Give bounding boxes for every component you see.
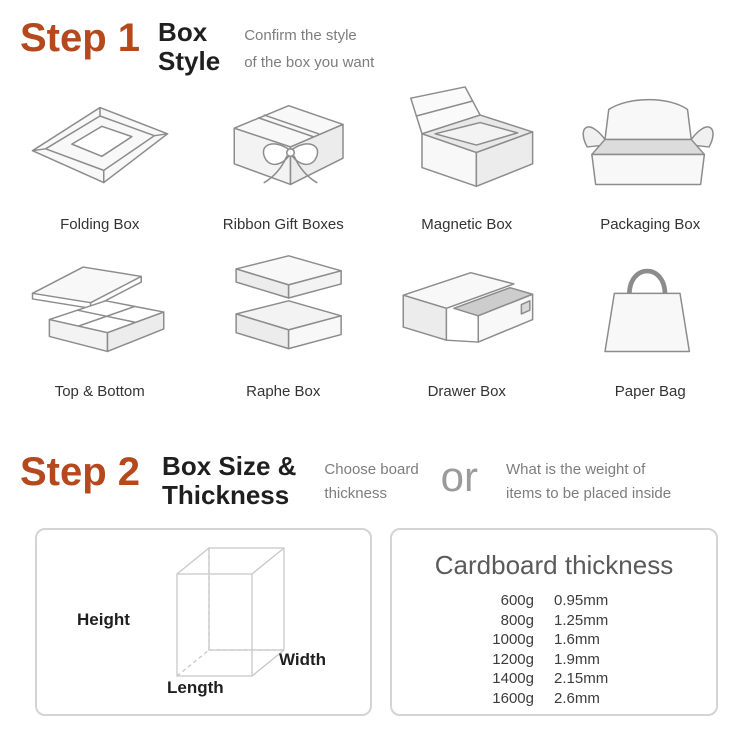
raphe-box-icon	[208, 245, 358, 381]
box-style-item-raphe-box: Raphe Box	[192, 245, 376, 400]
step2-option2-description: What is the weight of items to be placed…	[506, 458, 671, 506]
step2-option1-line2: thickness	[324, 485, 387, 502]
weight-cell: 1000g	[492, 631, 534, 648]
drawer-box-icon	[392, 245, 542, 381]
magnetic-box-icon	[392, 78, 542, 214]
step2-title-line1: Box Size &	[162, 451, 297, 481]
thickness-cell: 1.9mm	[554, 650, 600, 668]
step1-desc-line2: of the box you want	[244, 54, 375, 71]
weight-cell: 1600g	[492, 689, 534, 707]
box-style-item-paper-bag: Paper Bag	[559, 245, 743, 400]
or-divider: or	[440, 453, 479, 500]
paper-bag-icon	[575, 245, 725, 381]
step2-option2-line1: What is the weight of	[506, 461, 646, 478]
box-style-grid: Folding Box Ribbon Gift Boxes	[0, 78, 750, 400]
folding-box-icon	[25, 78, 175, 214]
step1-title: Box Style	[158, 18, 220, 75]
step2-option1-description: Choose board thickness	[324, 458, 418, 506]
box-style-label: Drawer Box	[427, 383, 506, 400]
step1-header: Step 1 Box Style Confirm the style of th…	[20, 16, 374, 76]
box-style-item-magnetic-box: Magnetic Box	[375, 78, 559, 233]
height-label: Height	[77, 610, 130, 629]
box-style-item-folding-box: Folding Box	[8, 78, 192, 233]
box-style-item-drawer-box: Drawer Box	[375, 245, 559, 400]
step2-title: Box Size & Thickness	[162, 452, 296, 509]
weight-cell: 600g	[500, 592, 534, 609]
weight-cell: 800g	[500, 611, 534, 629]
step2-label: Step 2	[20, 450, 141, 494]
step1-description: Confirm the style of the box you want	[244, 22, 374, 76]
step2-title-line2: Thickness	[162, 479, 290, 510]
box-style-label: Top & Bottom	[54, 383, 145, 400]
box-style-item-packaging-box: Packaging Box	[559, 78, 743, 233]
step1-title-line1: Box	[158, 17, 208, 47]
weight-cell: 1400g	[492, 670, 534, 687]
box-size-panel: Height Width Length	[35, 528, 372, 716]
length-label: Length	[167, 678, 224, 697]
thickness-cell: 2.6mm	[554, 689, 600, 707]
ribbon-gift-box-icon	[208, 78, 358, 214]
box-style-label: Packaging Box	[600, 216, 701, 233]
thickness-title: Cardboard thickness	[434, 550, 674, 580]
box-style-item-top-bottom: Top & Bottom	[8, 245, 192, 400]
box-style-label: Ribbon Gift Boxes	[222, 216, 344, 233]
thickness-table: 600g 0.95mm 800g 1.25mm 1000g 1.6mm 1200…	[392, 592, 716, 707]
box-style-label: Folding Box	[60, 216, 140, 233]
width-label: Width	[279, 650, 327, 669]
packaging-box-icon	[575, 78, 725, 214]
step2-option2-line2: items to be placed inside	[506, 485, 672, 502]
thickness-cell: 1.25mm	[554, 611, 609, 629]
weight-cell: 1200g	[492, 650, 534, 668]
step1-label: Step 1	[20, 16, 141, 60]
box-style-label: Magnetic Box	[421, 216, 513, 233]
thickness-cell: 1.6mm	[554, 631, 600, 648]
step2-header: Step 2 Box Size & Thickness Choose board…	[20, 450, 671, 509]
step2-option1-line1: Choose board	[324, 461, 419, 478]
step2-panels: Height Width Length Cardboard thickness …	[35, 528, 718, 716]
thickness-cell: 0.95mm	[554, 592, 609, 609]
cube-wireframe-icon	[176, 547, 285, 677]
box-style-label: Paper Bag	[614, 383, 686, 400]
step1-title-line2: Style	[158, 45, 221, 76]
box-style-item-ribbon-gift-boxes: Ribbon Gift Boxes	[192, 78, 376, 233]
step1-desc-line1: Confirm the style	[244, 27, 357, 44]
top-bottom-box-icon	[25, 245, 175, 381]
cardboard-thickness-panel: Cardboard thickness 600g 0.95mm 800g 1.2…	[390, 528, 718, 716]
box-style-label: Raphe Box	[246, 383, 321, 400]
thickness-cell: 2.15mm	[554, 670, 609, 687]
